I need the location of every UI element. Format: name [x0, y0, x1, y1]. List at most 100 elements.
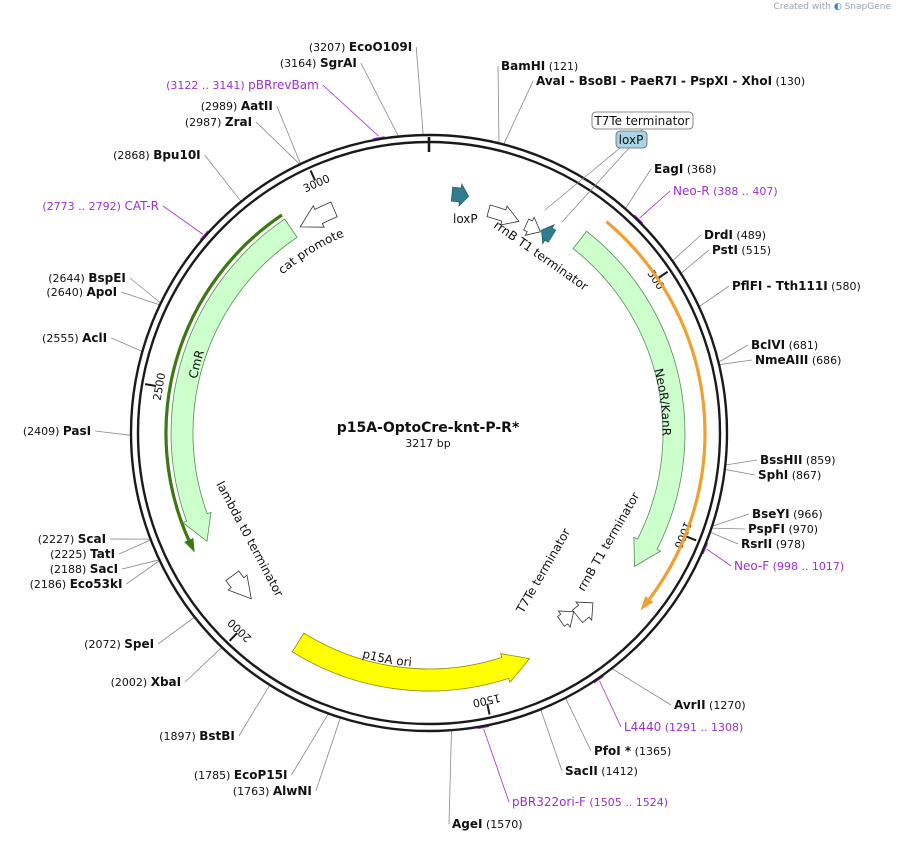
site-leader-ecoo109i [415, 46, 424, 135]
primer-pbr322ori-f[interactable]: pBR322ori-F (1505 .. 1524) [512, 795, 668, 809]
site-leader-pfoi [565, 698, 592, 752]
site-leader-nmeaiii [720, 359, 753, 365]
site-rsrii[interactable]: RsrII (978) [741, 537, 805, 551]
backbone-outer-strand [129, 133, 729, 733]
site-leader-pasi [95, 430, 131, 436]
feature-callouts: T7Te terminator loxP [544, 111, 694, 223]
primer-pbrrevbam[interactable]: (3122 .. 3141) pBRrevBam [166, 78, 319, 92]
p15a-ori-arrow[interactable] [291, 632, 531, 692]
site-leader-bclvi [719, 344, 749, 363]
callout-loxp-box[interactable] [615, 130, 648, 149]
site-leader-bstbi [238, 685, 270, 737]
ruler-tick [657, 270, 669, 279]
site-leader-bpu10i [204, 154, 241, 202]
orf-green-arrowhead [184, 537, 195, 553]
site-aatii[interactable]: (2989) AatII [201, 99, 273, 113]
site-pflfi[interactable]: PflFI - Tth111I (580) [732, 279, 861, 293]
site-bstbi[interactable]: (1897) BstBI [159, 729, 235, 743]
ruler-tick-label: 3000 [301, 172, 332, 195]
site-bamhi[interactable]: BamHI (121) [501, 59, 578, 73]
site-leader-psti [681, 249, 710, 274]
site-xbai[interactable]: (2002) XbaI [111, 675, 181, 689]
site-bsshii[interactable]: BssHII (859) [760, 453, 835, 467]
site-leader-sacii [540, 710, 563, 772]
site-pasi[interactable]: (2409) PasI [23, 424, 91, 438]
site-leader-eagi [625, 168, 652, 209]
t7te-terminator-top-arrow[interactable] [523, 216, 542, 236]
site-eco53ki[interactable]: (2186) Eco53kI [30, 577, 123, 591]
site-avrii[interactable]: AvrII (1270) [674, 698, 746, 712]
site-ecoo109i[interactable]: (3207) EcoO109I [309, 40, 412, 54]
site-bpu10i[interactable]: (2868) Bpu10I [113, 148, 201, 162]
loxp-right-arrow[interactable] [541, 223, 557, 245]
site-leader-ecop15i [291, 714, 329, 776]
site-leader-bsshii [726, 459, 758, 466]
site-leader-saci [122, 559, 159, 570]
site-psti[interactable]: PstI (515) [712, 243, 771, 257]
snapgene-credit: Created with ◐ SnapGene [773, 2, 891, 12]
site-saci[interactable]: (2188) SacI [50, 562, 118, 576]
site-bspei[interactable]: (2644) BspEI [48, 271, 126, 285]
site-ecop15i[interactable]: (1785) EcoP15I [194, 768, 288, 782]
site-apoi[interactable]: (2640) ApoI [46, 285, 117, 299]
primer-neo-f[interactable]: Neo-F (998 .. 1017) [734, 559, 844, 573]
site-leader-pflfi [699, 285, 730, 307]
site-leader-bspei [129, 277, 161, 303]
site-tati[interactable]: (2225) TatI [50, 547, 115, 561]
callout-loxp-label: loxP [619, 133, 644, 147]
site-bclvi[interactable]: BclVI (681) [751, 338, 818, 352]
site-eagi[interactable]: EagI (368) [654, 162, 716, 176]
cat-promoter-arrow[interactable] [299, 201, 338, 228]
loxp-left-arrow[interactable] [450, 182, 470, 208]
rrnb-t1-terminator-top-arrow[interactable] [486, 204, 520, 226]
site-alwni[interactable]: (1763) AlwNI [233, 784, 312, 798]
orf-green-arrow[interactable] [164, 213, 283, 541]
neor-kanr-gene-arrow[interactable] [572, 230, 686, 568]
site-leader-rsrii [710, 532, 739, 545]
site-zrai[interactable]: (2987) ZraI [185, 115, 252, 129]
site-pspfi[interactable]: PspFI (970) [748, 522, 818, 536]
ruler-tick [228, 632, 238, 642]
lambda-t0-terminator-arrow[interactable] [225, 570, 252, 600]
site-leader-pspfi [712, 527, 746, 530]
site-drdi[interactable]: DrdI (489) [704, 228, 766, 242]
primer-leader-neo-r [639, 190, 671, 219]
ruler-tick [486, 703, 491, 715]
primer-l4440[interactable]: L4440 (1291 .. 1308) [624, 720, 743, 734]
backbone [129, 133, 729, 733]
rrnb-t1-terminator-right-arrow[interactable] [571, 601, 594, 624]
site-sacii[interactable]: SacII (1412) [565, 764, 638, 778]
orf-orange-arrowhead [640, 596, 654, 611]
site-leader-agei [448, 731, 452, 825]
primer-neo-r[interactable]: Neo-R (388 .. 407) [673, 184, 778, 198]
site-scai[interactable]: (2227) ScaI [38, 532, 106, 546]
site-avai[interactable]: AvaI - BsoBI - PaeR7I - PspXI - XhoI (13… [536, 74, 805, 88]
site-leader-tati [118, 539, 151, 555]
primer-leader-l4440 [599, 680, 622, 728]
site-agei[interactable]: AgeI (1570) [452, 817, 523, 831]
site-sgrai[interactable]: (3164) SgrAI [280, 56, 357, 70]
cmr-gene-arrow[interactable] [170, 218, 298, 543]
credit-brand: SnapGene [844, 2, 891, 12]
features [164, 182, 707, 692]
site-leader-avrii [612, 668, 672, 706]
site-pfoi[interactable]: PfoI * (1365) [594, 744, 671, 758]
orf-orange-arrow[interactable] [605, 220, 707, 601]
site-sphi[interactable]: SphI (867) [758, 468, 821, 482]
primer-cat-r[interactable]: (2773 .. 2792) CAT-R [42, 199, 159, 213]
site-bseyi[interactable]: BseYI (966) [752, 507, 823, 521]
credit-prefix: Created with [773, 2, 831, 12]
site-nmeaiii[interactable]: NmeAIII (686) [755, 353, 841, 367]
lambda-t0-terminator-label: lambda t0 terminator [213, 479, 286, 599]
site-leader-spei [157, 617, 195, 645]
site-acli[interactable]: (2555) AclI [42, 331, 107, 345]
ruler-tick [309, 170, 316, 181]
callout-t7te-box[interactable] [591, 111, 694, 130]
rrnb-t1-terminator-top-label: rrnB T1 terminator [491, 218, 591, 294]
site-spei[interactable]: (2072) SpeI [84, 637, 154, 651]
t7te-terminator-right-label: T7Te terminator [513, 526, 573, 616]
t7te-terminator-right-arrow[interactable] [556, 610, 575, 629]
